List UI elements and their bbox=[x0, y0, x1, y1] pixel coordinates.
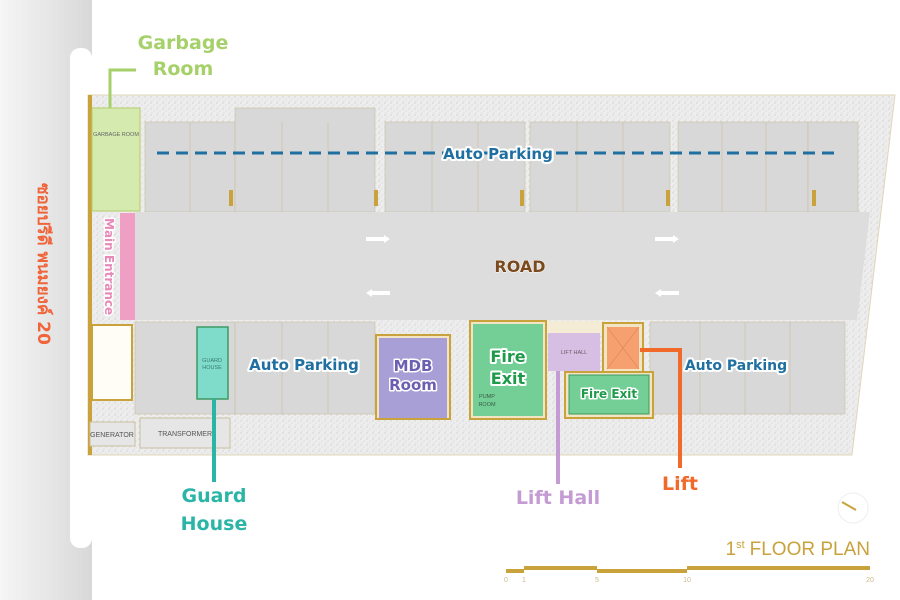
fire-exit-2-label: Fire Exit bbox=[581, 387, 638, 401]
generator-room bbox=[89, 421, 136, 447]
street-name: ซอยปรีดี พนมยงค์ 20 bbox=[33, 183, 54, 345]
guard-house-callout-1: Guard bbox=[182, 485, 247, 507]
lift-hall-label: LIFT HALL bbox=[561, 350, 588, 356]
fire-exit-2 bbox=[568, 374, 650, 415]
road-label: ROAD bbox=[494, 257, 545, 276]
scale-tick-10: 10 bbox=[683, 577, 691, 584]
scale-tick-1: 1 bbox=[522, 577, 526, 584]
lift-hall bbox=[548, 333, 600, 371]
road bbox=[135, 212, 870, 320]
parking-bottom bbox=[134, 321, 846, 415]
fire-exit-1 bbox=[473, 324, 543, 416]
utility-room bbox=[91, 324, 133, 401]
parking-top bbox=[144, 107, 859, 213]
garbage-room-callout-1: Garbage bbox=[138, 32, 229, 54]
auto-parking-right-label: Auto Parking bbox=[685, 358, 787, 374]
fire-exit-1-label-2: Exit bbox=[491, 369, 526, 388]
pump-room-label-2: ROOM bbox=[478, 402, 496, 408]
north-arrow-icon bbox=[837, 492, 869, 524]
garbage-callout-line bbox=[108, 68, 136, 108]
lift-callout-line bbox=[640, 348, 682, 468]
mdb-room-label-1: MDB bbox=[394, 357, 433, 375]
pump-room-label-1: PUMP bbox=[479, 394, 495, 400]
auto-parking-top-label: Auto Parking bbox=[443, 145, 553, 163]
main-entrance bbox=[120, 213, 135, 320]
mdb-room bbox=[379, 338, 447, 418]
scale-tick-20: 20 bbox=[866, 577, 874, 584]
scale-tick-5: 5 bbox=[595, 577, 599, 584]
auto-parking-left-label: Auto Parking bbox=[249, 356, 359, 374]
generator-label: GENERATOR bbox=[90, 432, 134, 439]
guard-house-label-2: HOUSE bbox=[202, 365, 222, 371]
lift-hall-callout: Lift Hall bbox=[516, 487, 600, 509]
garbage-room bbox=[91, 107, 141, 212]
guard-house-label-1: GUARD bbox=[202, 358, 222, 364]
sidewalk bbox=[70, 48, 92, 548]
guard-house-callout-2: House bbox=[181, 513, 248, 535]
mdb-room-label-2: Room bbox=[389, 376, 437, 394]
transformer-label: TRANSFORMER bbox=[158, 431, 212, 438]
garbage-room-callout-2: Room bbox=[153, 58, 214, 80]
fire-exit-1-label-1: Fire bbox=[490, 347, 525, 366]
main-entrance-label: Main Entrance bbox=[102, 218, 116, 315]
scale-tick-0: 0 bbox=[504, 577, 508, 584]
garbage-room-label: GARBAGE ROOM bbox=[93, 132, 139, 138]
direction-arrows bbox=[366, 235, 679, 297]
columns bbox=[229, 190, 816, 206]
scale-bar bbox=[506, 566, 870, 573]
lift-callout: Lift bbox=[662, 473, 698, 495]
